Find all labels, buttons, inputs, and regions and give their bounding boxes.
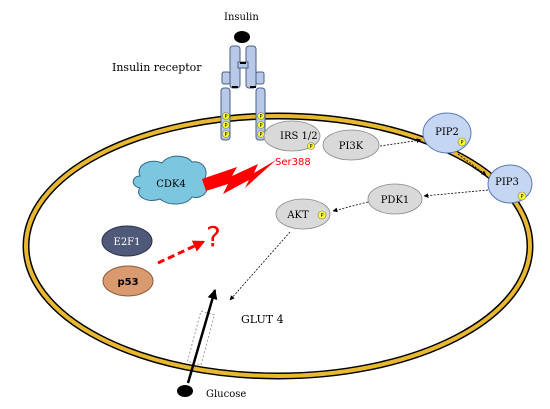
receptor-phospho-letters: P P P P P P	[224, 114, 262, 138]
cell-membrane	[22, 112, 534, 380]
receptor-black-marks	[232, 62, 256, 88]
pathway-arrows	[229, 138, 489, 301]
receptor-phospho-sites	[222, 112, 265, 138]
arrow-pip2-to-pip3	[457, 153, 487, 176]
glut4-label: GLUT 4	[241, 313, 284, 326]
cdk4-lightning-icon	[202, 160, 276, 194]
arrow-pdk1-to-akt	[332, 201, 369, 213]
insulin-label: Insulin	[224, 12, 259, 23]
akt-phospho-letter: P	[320, 213, 323, 219]
svg-text:P: P	[224, 132, 227, 138]
insulin-ligand	[234, 31, 250, 43]
pi3k-label: PI3K	[339, 141, 364, 152]
cdk4-node	[132, 155, 208, 205]
irs-label: IRS 1/2	[280, 131, 318, 142]
pi3k-node	[322, 129, 380, 161]
svg-text:P: P	[259, 132, 262, 138]
pdk1-node	[367, 183, 423, 215]
svg-text:P: P	[259, 123, 262, 129]
ser388-label: Ser388	[275, 157, 311, 168]
svg-text:P: P	[224, 114, 227, 120]
unknown-question-mark: ?	[206, 220, 221, 253]
glucose-molecule	[177, 385, 193, 397]
arrow-akt-to-glut4	[229, 231, 291, 301]
irs-node	[263, 120, 321, 152]
svg-text:P: P	[224, 123, 227, 129]
pip2-phospho	[457, 137, 467, 147]
pip3-phospho-letter: P	[520, 194, 523, 200]
red-dashed-arrow	[157, 240, 206, 265]
akt-node	[275, 198, 331, 230]
arrow-pip3-to-pdk1	[423, 189, 489, 198]
pdk1-label: PDK1	[381, 195, 410, 206]
e2f1-label: E2F1	[114, 237, 141, 248]
cdk4-label: CDK4	[156, 179, 186, 190]
akt-phospho	[317, 210, 327, 220]
insulin-receptor-label: Insulin receptor	[112, 61, 202, 74]
glucose-label: Glucose	[206, 389, 246, 400]
p53-label: p53	[117, 277, 138, 288]
irs-phospho	[307, 142, 315, 150]
svg-text:P: P	[259, 114, 262, 120]
e2f1-node	[101, 225, 153, 257]
pip3-phospho	[517, 191, 527, 201]
akt-label: AKT	[286, 210, 309, 221]
pip2-phospho-letter: P	[460, 140, 463, 146]
glucose-entry-arrow	[186, 289, 218, 384]
arrow-pi3k-to-pip2	[379, 138, 422, 147]
p53-node	[102, 265, 154, 297]
pip2-label: PIP2	[435, 127, 459, 138]
irs-phospho-letter: P	[309, 144, 312, 150]
pip3-label: PIP3	[495, 177, 519, 188]
